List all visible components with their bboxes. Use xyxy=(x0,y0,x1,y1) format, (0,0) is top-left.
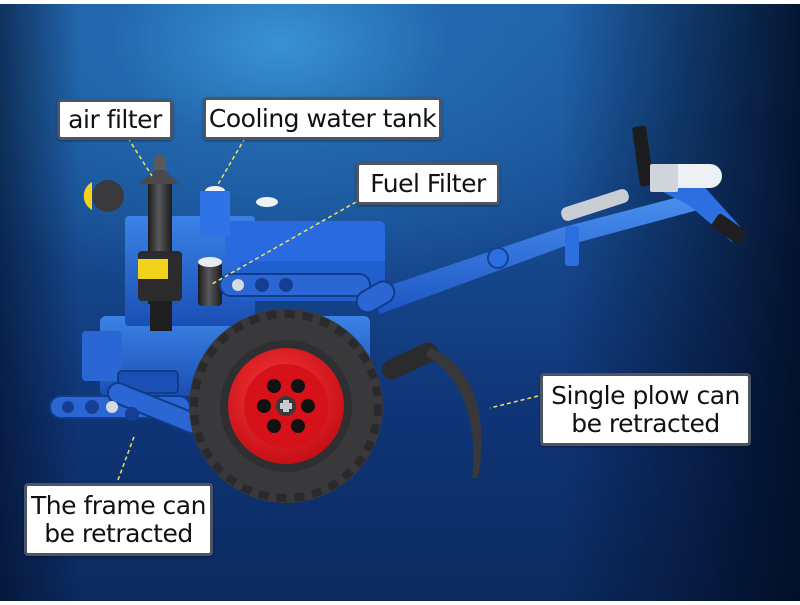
callout-frame-line2: be retracted xyxy=(44,518,193,548)
callout-single-plow-line2: be retracted xyxy=(571,408,720,438)
leader-lines xyxy=(117,137,539,481)
callout-air-filter-text: air filter xyxy=(68,104,162,134)
plow xyxy=(381,342,482,478)
callout-frame: The frame can be retracted xyxy=(24,483,213,556)
callout-fuel-filter: Fuel Filter xyxy=(356,162,500,205)
handle-arm xyxy=(370,125,747,314)
callout-cooling-water-tank: Cooling water tank xyxy=(203,97,442,140)
callout-single-plow-line1: Single plow can xyxy=(551,380,740,410)
callout-fuel-filter-text: Fuel Filter xyxy=(370,168,486,198)
wheel xyxy=(189,309,383,503)
callout-frame-line1: The frame can xyxy=(31,490,206,520)
engine-block xyxy=(49,156,396,434)
callout-air-filter: air filter xyxy=(57,99,173,140)
callout-single-plow: Single plow can be retracted xyxy=(540,373,751,446)
callout-cooling-water-tank-text: Cooling water tank xyxy=(208,103,437,133)
